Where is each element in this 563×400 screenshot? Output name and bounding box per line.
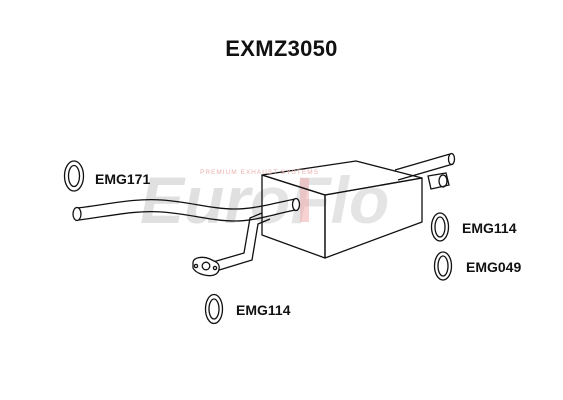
downpipe bbox=[212, 212, 271, 272]
gasket-emg049-icon bbox=[433, 251, 453, 281]
tailpipe-right bbox=[394, 152, 456, 181]
gasket-emg171-icon bbox=[63, 160, 85, 192]
inlet-pipe bbox=[72, 197, 301, 222]
watermark-tagline: PREMIUM EXHAUST SYSTEMS bbox=[200, 169, 319, 176]
muffler-side-face bbox=[324, 177, 423, 259]
part-number-title: EXMZ3050 bbox=[225, 36, 338, 61]
label-emg114-right: EMG114 bbox=[462, 220, 517, 236]
gasket-emg114-right-icon bbox=[430, 212, 450, 242]
watermark-red-accent bbox=[300, 178, 309, 222]
downpipe-flange bbox=[192, 256, 220, 277]
muffler-box bbox=[261, 160, 423, 259]
label-emg049: EMG049 bbox=[466, 259, 522, 275]
right-flange bbox=[427, 172, 450, 190]
gasket-emg114-bottom-icon bbox=[204, 293, 224, 325]
label-emg171: EMG171 bbox=[95, 171, 151, 187]
label-emg114-bottom: EMG114 bbox=[236, 302, 291, 318]
